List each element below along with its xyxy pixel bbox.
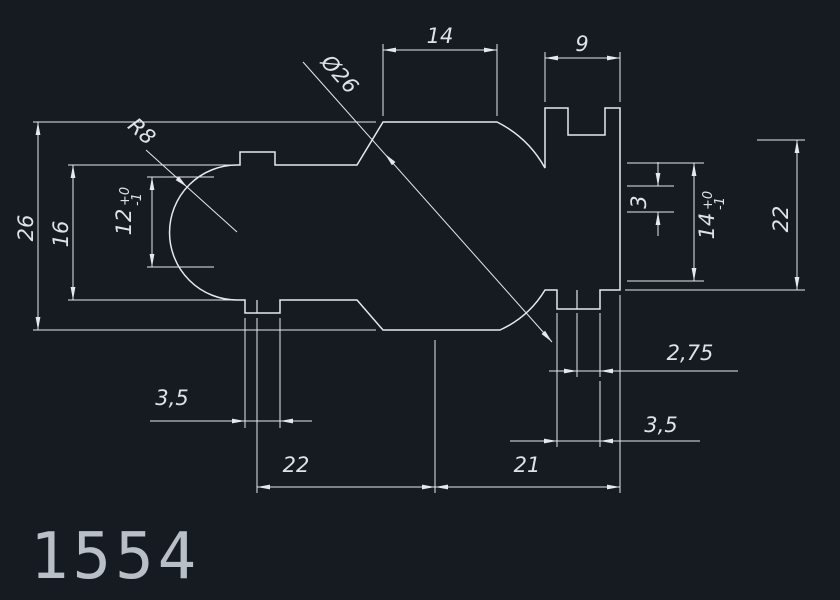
dim-right-overall-height-label: 22 xyxy=(769,206,793,233)
arrowhead xyxy=(484,47,497,53)
dim-lines xyxy=(435,295,621,493)
part-number: 1554 xyxy=(30,520,200,594)
arrowhead xyxy=(655,212,661,225)
arrowhead xyxy=(435,484,448,490)
dim-bottom-left-span-label: 22 xyxy=(283,453,310,477)
arrowhead xyxy=(794,140,800,153)
dim-lines xyxy=(150,318,312,428)
dim-top-width-label: 14 xyxy=(427,24,454,48)
arrowhead xyxy=(232,418,245,424)
dim-lines xyxy=(256,318,436,493)
dim-right-toleranced-label: 14 +0 -1 xyxy=(695,191,728,240)
dim-right-offset-label: 2,75 xyxy=(667,341,714,365)
nominal-value: 12 xyxy=(112,209,136,236)
dim-lines xyxy=(627,162,674,236)
dim-lines xyxy=(549,313,738,377)
dim-lines xyxy=(627,162,704,282)
arrowhead xyxy=(607,55,620,61)
part-internal-edges xyxy=(256,290,578,313)
dim-top-right-width: 9 xyxy=(544,32,621,102)
dim-right-toleranced: 14 +0 -1 xyxy=(627,162,728,282)
arrowhead xyxy=(35,122,41,135)
arrowhead xyxy=(691,163,697,176)
leader-line xyxy=(302,61,553,343)
arrowhead xyxy=(655,173,661,186)
arrowhead xyxy=(607,484,620,490)
arrowhead xyxy=(600,368,613,374)
dim-lines xyxy=(33,121,376,331)
dim-bottom-left-span: 22 xyxy=(256,318,436,493)
leader-line xyxy=(145,149,238,233)
dim-right-step: 3 xyxy=(627,162,674,236)
diameter-label: Ø26 xyxy=(316,49,363,98)
dim-left-tab-width-label: 3,5 xyxy=(155,386,188,410)
dim-lines xyxy=(382,44,498,116)
dim-lines xyxy=(68,164,230,301)
dim-left-overall-height: 26 xyxy=(14,121,376,331)
tolerance-lower: -1 xyxy=(130,193,145,206)
arrowhead xyxy=(149,254,155,267)
dim-left-height-label: 16 xyxy=(49,221,73,248)
arrowhead xyxy=(280,418,293,424)
leader-radius: R8 xyxy=(123,113,238,233)
arrowhead xyxy=(383,47,396,53)
dim-bottom-right-span: 21 xyxy=(435,295,621,493)
tolerance-lower: -1 xyxy=(713,197,728,210)
arrowhead xyxy=(257,484,270,490)
dim-right-overall-height: 22 xyxy=(625,139,805,291)
dim-right-tab-width-label: 3,5 xyxy=(644,413,677,437)
radius-label: R8 xyxy=(123,113,160,150)
dim-lines xyxy=(147,176,214,268)
nominal-value: 14 xyxy=(695,213,719,240)
tolerance-upper: +0 xyxy=(118,187,133,206)
part-outline xyxy=(168,107,621,331)
dim-bottom-right-span-label: 21 xyxy=(514,453,541,477)
arrowhead xyxy=(691,268,697,281)
dim-left-toleranced: 12 +0 -1 xyxy=(112,176,214,268)
arrowhead xyxy=(70,287,76,300)
dim-top-right-width-label: 9 xyxy=(575,32,588,56)
arrowhead xyxy=(600,438,613,444)
arrowhead xyxy=(794,277,800,290)
dim-right-tab-width: 3,5 xyxy=(510,313,700,447)
dim-left-overall-height-label: 26 xyxy=(14,215,38,242)
dim-left-tab-width: 3,5 xyxy=(150,318,312,428)
dim-right-step-label: 3 xyxy=(627,195,651,208)
dim-left-height: 16 xyxy=(49,164,230,301)
dim-left-toleranced-label: 12 +0 -1 xyxy=(112,187,145,236)
arrowhead xyxy=(35,317,41,330)
dim-right-offset: 2,75 xyxy=(549,313,738,377)
arrowhead xyxy=(545,55,558,61)
arrowhead xyxy=(70,165,76,178)
arrowhead xyxy=(564,368,577,374)
arrowhead xyxy=(422,484,435,490)
arrowhead xyxy=(149,177,155,190)
arrowhead xyxy=(544,438,557,444)
dim-top-width: 14 xyxy=(382,24,498,116)
tolerance-upper: +0 xyxy=(701,191,716,210)
